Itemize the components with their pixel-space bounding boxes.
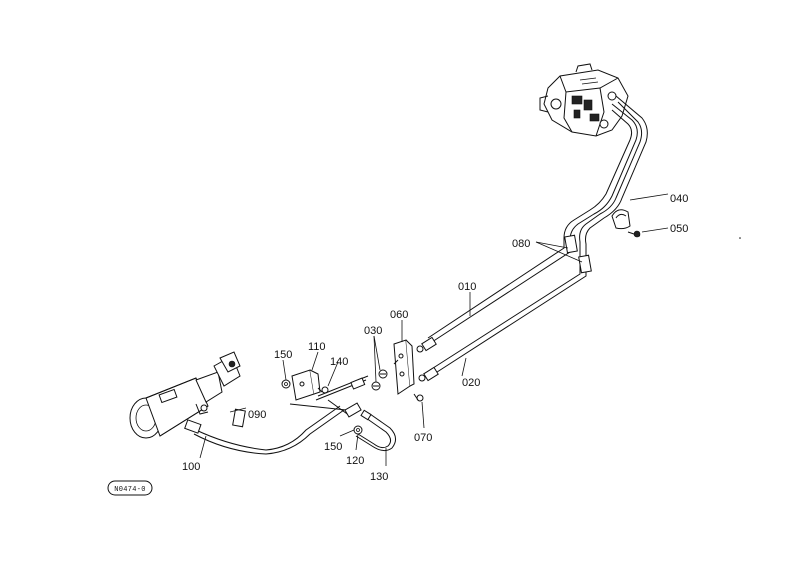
control-valve [539, 63, 629, 137]
label-030: 030 [364, 325, 382, 337]
nut-150-lower [353, 425, 363, 435]
pipe-010 [427, 103, 638, 343]
label-120: 120 [346, 455, 364, 467]
hose-100 [184, 405, 345, 455]
fitting-120 [344, 402, 362, 418]
label-040: 040 [670, 193, 688, 205]
clamp-040 [611, 209, 631, 230]
pipe-clamp-080 [564, 234, 592, 274]
label-090: 090 [248, 409, 266, 421]
bolt-070 [413, 393, 424, 402]
label-130: 130 [370, 471, 388, 483]
figure-code-badge: N0474-0 [107, 480, 153, 496]
part-labels: 040 050 080 010 020 030 060 070 110 140 … [182, 193, 688, 483]
leader-lines [199, 193, 669, 466]
nut-150-upper [281, 379, 291, 389]
label-010: 010 [458, 281, 476, 293]
label-150-upper: 150 [274, 349, 292, 361]
label-070: 070 [414, 432, 432, 444]
label-150-lower: 150 [324, 441, 342, 453]
label-140: 140 [330, 356, 348, 368]
bracket-110 [291, 369, 321, 401]
label-050: 050 [670, 223, 688, 235]
figure-code: N0474-0 [114, 486, 146, 494]
bolt-030 [371, 369, 388, 391]
hydraulic-cylinder [129, 351, 241, 439]
pipe-end-fittings [416, 336, 439, 382]
label-100: 100 [182, 461, 200, 473]
label-060: 060 [390, 309, 408, 321]
label-110: 110 [308, 341, 326, 353]
bracket-060 [393, 339, 415, 395]
bolt-050 [627, 230, 641, 238]
u-pipe-130 [355, 409, 396, 452]
label-080: 080 [512, 238, 530, 250]
pipe-020 [429, 95, 648, 375]
stray-dot [739, 237, 741, 239]
label-020: 020 [462, 377, 480, 389]
